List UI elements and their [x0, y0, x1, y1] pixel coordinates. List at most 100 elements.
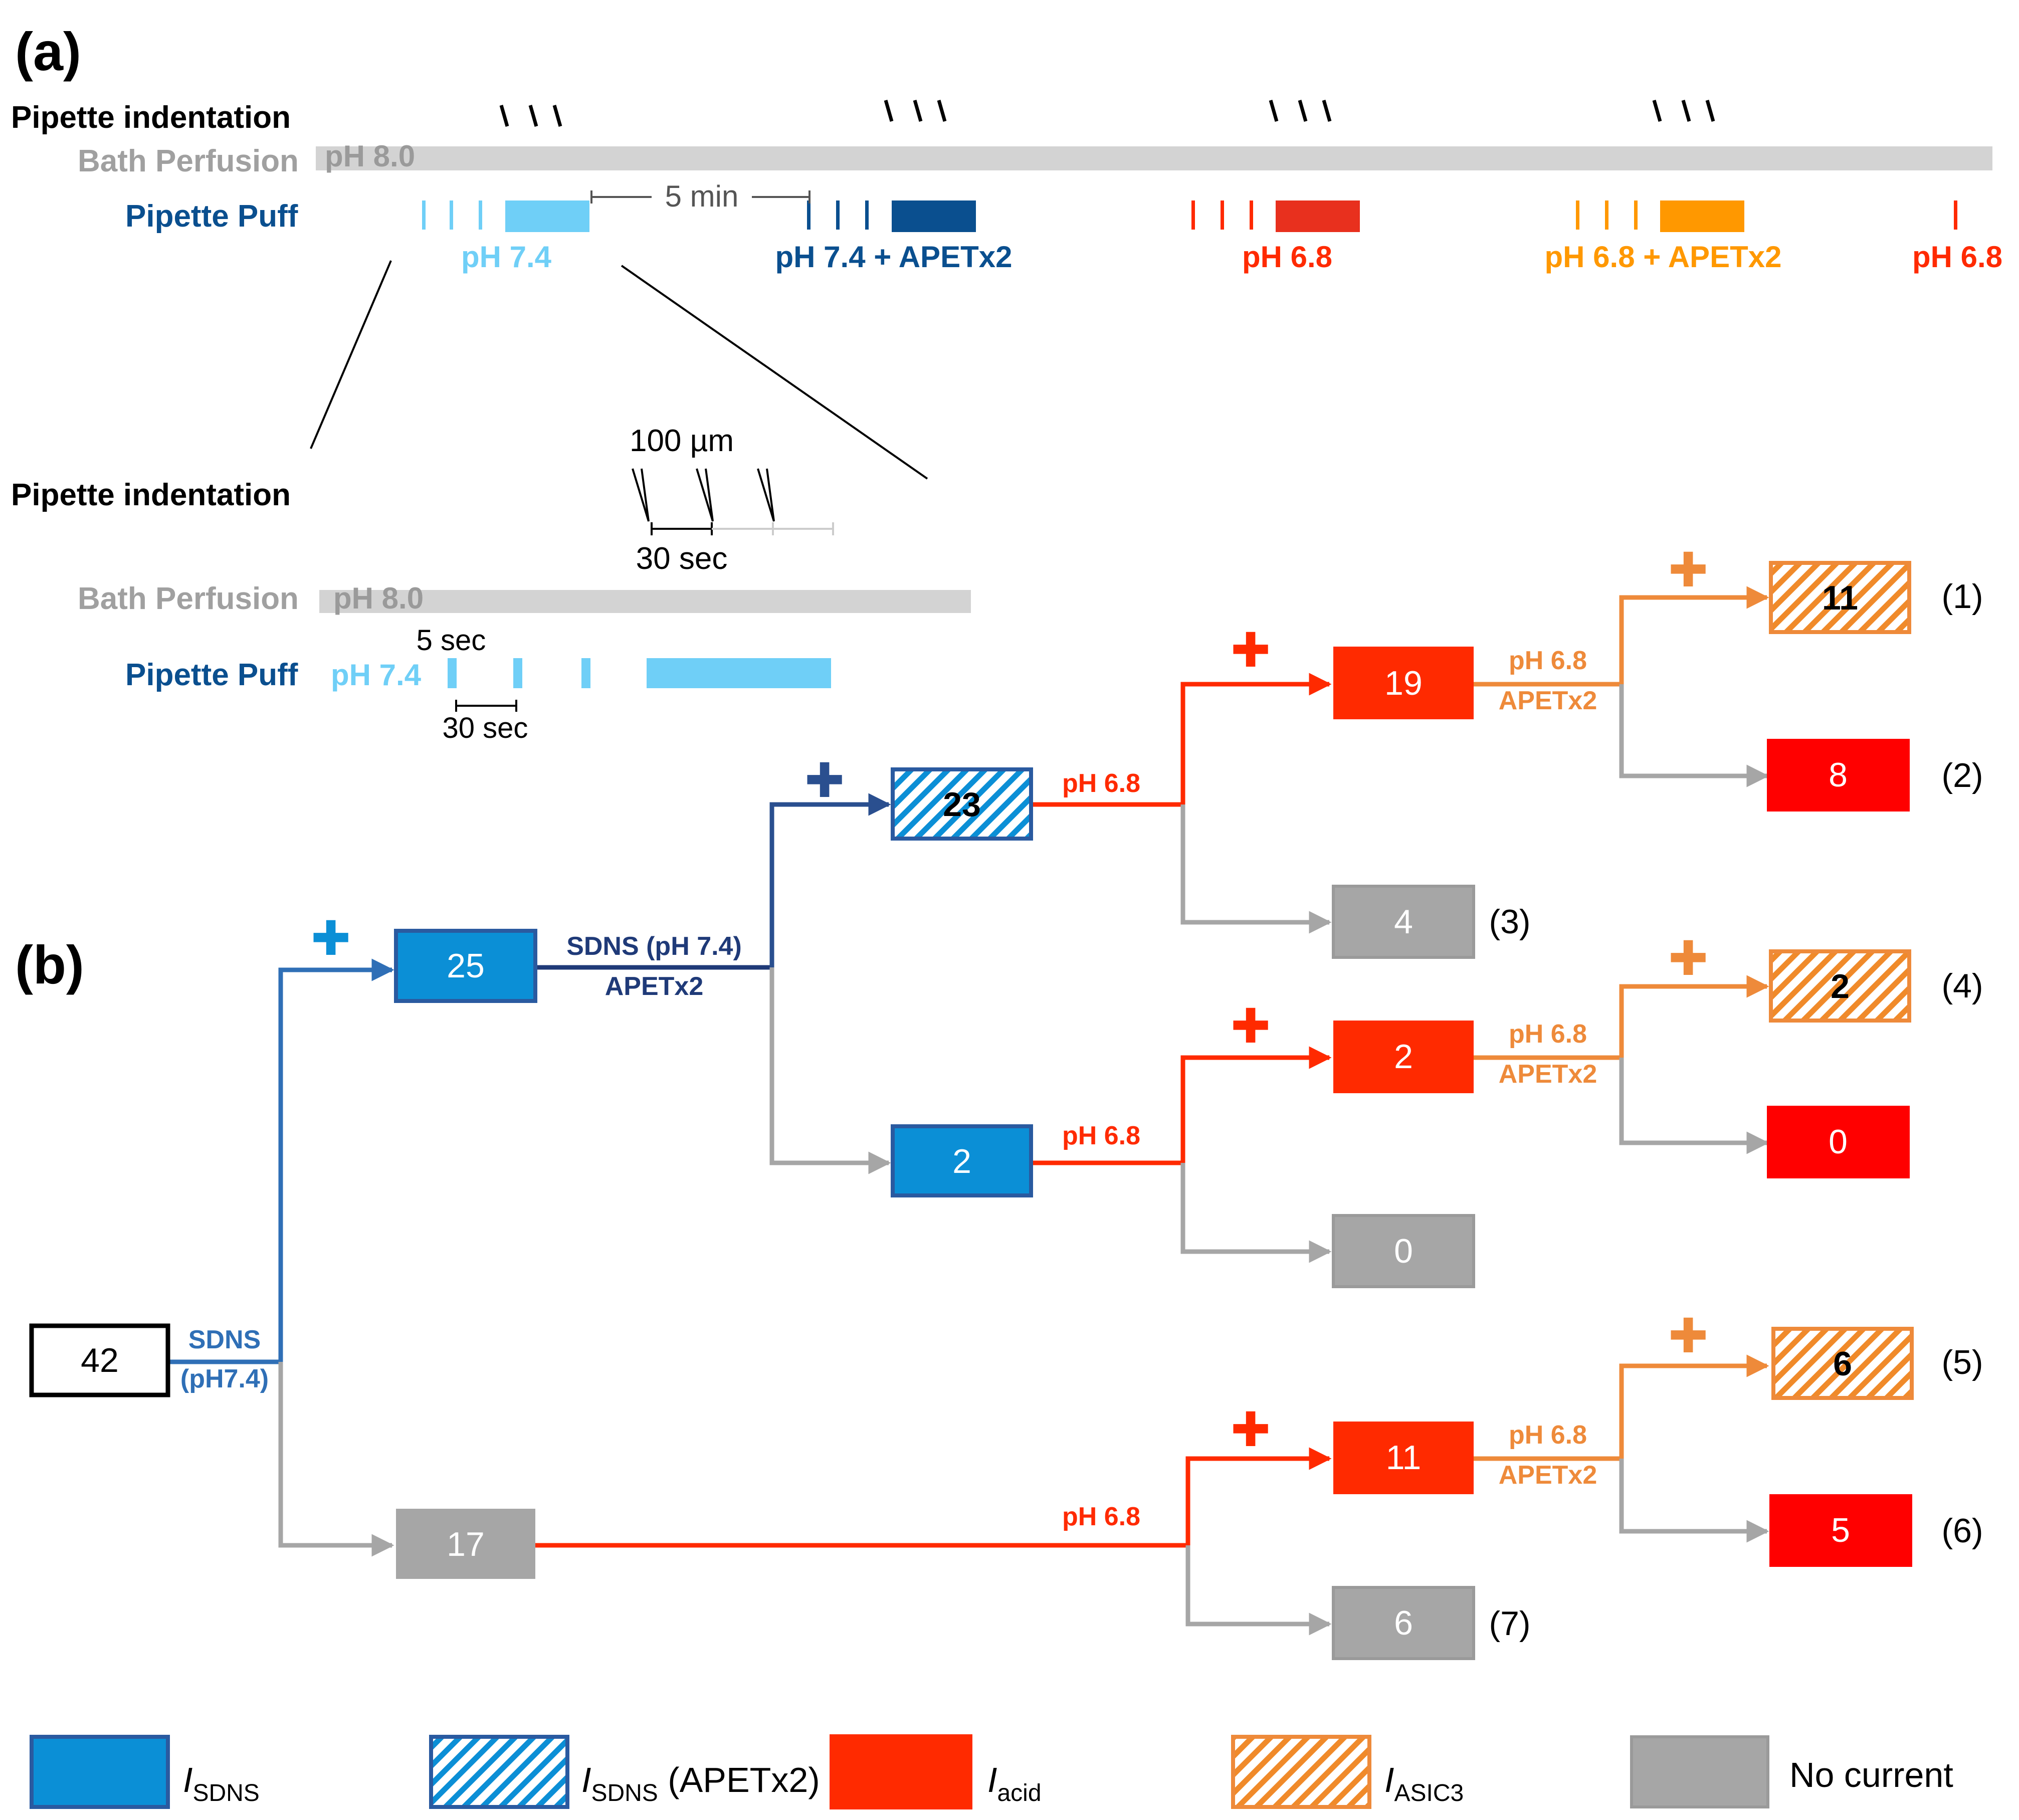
legend-item-sdns-apetx: ISDNS (APETx2): [429, 1735, 820, 1809]
legend-item-acid: Iacid: [830, 1734, 1042, 1809]
condition-1: pH 7.4: [461, 240, 552, 274]
indent-group-2: [884, 100, 947, 122]
edge-label-sdns-ph: (pH7.4): [180, 1364, 269, 1393]
condition-4: pH 6.8 + APETx2: [1545, 240, 1782, 274]
legend-asic3-sub: ASIC3: [1394, 1780, 1464, 1806]
indent-group-1: [499, 105, 562, 127]
puff-group-4: [1576, 200, 1744, 232]
node-acid-positive-a: 19: [1333, 647, 1474, 719]
svg-text:ISDNS (APETx2): ISDNS (APETx2): [581, 1760, 820, 1806]
group-label-5: (5): [1941, 1343, 1983, 1381]
edge-label-asic-apetx: APETx2: [1499, 686, 1597, 715]
tree-connectors: [168, 586, 1769, 1636]
edge-label-asic-apetx: APETx2: [1499, 1461, 1597, 1490]
edge-label-sdns: SDNS: [188, 1325, 261, 1354]
legend-swatch-none: [1630, 1735, 1769, 1808]
plus-icon: ✚: [1231, 624, 1271, 677]
zoom-line-right: [621, 265, 928, 480]
node-asic3-a: 11: [1769, 561, 1911, 634]
zoom-bath-bar: [319, 590, 971, 613]
bath-perfusion-bar: [316, 146, 1992, 170]
edge-label-asic: pH 6.8: [1509, 1421, 1587, 1450]
interval-5min: [590, 190, 811, 204]
zoom-row-bath: Bath Perfusion: [78, 581, 299, 616]
svg-text:0: 0: [1394, 1232, 1413, 1270]
legend-none-label: No current: [1789, 1755, 1953, 1794]
zoom-indentation-marks: [632, 468, 775, 522]
interval-5min-label: 5 min: [665, 179, 739, 213]
svg-text:6: 6: [1833, 1345, 1852, 1383]
panel-a-label: (a): [15, 21, 81, 82]
svg-text:6: 6: [1394, 1604, 1413, 1642]
plus-icon: ✚: [1668, 544, 1708, 597]
edge-label-apetx-2: APETx2: [605, 972, 704, 1001]
svg-text:ISDNS: ISDNS: [183, 1760, 260, 1806]
legend-sdns-apetx-suffix: (APETx2): [658, 1760, 820, 1799]
puff-group-2: [807, 200, 976, 232]
row-label-bath: Bath Perfusion: [78, 144, 299, 178]
node-acid-positive-c: 11: [1333, 1422, 1474, 1494]
legend-swatch-sdns-apetx: [429, 1735, 569, 1809]
svg-text:2: 2: [952, 1142, 971, 1180]
row-label-puff: Pipette Puff: [125, 199, 298, 234]
legend-swatch-asic3: [1231, 1735, 1371, 1809]
svg-text:11: 11: [1822, 579, 1858, 617]
edge-label-acid: pH 6.8: [1062, 1121, 1140, 1150]
svg-text:11: 11: [1386, 1439, 1422, 1477]
puff-group-3: [1191, 200, 1360, 232]
svg-text:5: 5: [1831, 1511, 1850, 1549]
plus-icon: ✚: [311, 912, 351, 965]
zoom-row-indentation: Pipette indentation: [11, 478, 291, 512]
edge-label-apetx-1: SDNS (pH 7.4): [566, 932, 742, 961]
zoom-row-puff: Pipette Puff: [125, 658, 298, 692]
svg-text:Iacid: Iacid: [987, 1760, 1042, 1806]
legend-sdns-main: I: [183, 1760, 192, 1799]
legend-item-none: No current: [1630, 1735, 1953, 1808]
row-label-indentation: Pipette indentation: [11, 100, 291, 135]
group-label-2: (2): [1941, 756, 1983, 794]
svg-text:8: 8: [1829, 756, 1848, 794]
puff-bar-2: [892, 200, 976, 232]
zoom-puffs: [448, 658, 831, 688]
group-label-6: (6): [1941, 1512, 1983, 1550]
zoom-puff-ph: pH 7.4: [331, 658, 422, 692]
legend-acid-sub: acid: [997, 1780, 1041, 1806]
legend-sdns-sub: SDNS: [192, 1780, 259, 1806]
zoom-depth-label: 100 µm: [630, 424, 734, 458]
legend-sdns-apetx-main: I: [581, 1760, 591, 1799]
node-root: 42: [29, 1323, 170, 1397]
node-nonasic3-a: 8: [1767, 739, 1910, 812]
indent-group-3: [1269, 100, 1332, 122]
zoom-indent-scale: [651, 522, 834, 535]
legend-sdns-apetx-sub: SDNS: [591, 1780, 658, 1806]
legend-acid-main: I: [987, 1760, 997, 1799]
svg-text:IASIC3: IASIC3: [1384, 1760, 1464, 1806]
bath-ph-label: pH 8.0: [325, 139, 415, 173]
panel-b-label: (b): [15, 934, 84, 995]
legend-item-sdns: ISDNS: [30, 1735, 260, 1809]
plus-icon: ✚: [1231, 1000, 1271, 1053]
legend-swatch-acid: [830, 1734, 972, 1809]
condition-3: pH 6.8: [1242, 240, 1332, 274]
zoom-puff-interval: 30 sec: [443, 712, 528, 744]
plus-icon: ✚: [1668, 932, 1708, 985]
group-label-1: (1): [1941, 577, 1983, 616]
plus-icon: ✚: [1231, 1403, 1271, 1457]
node-acid-negative-a: 4: [1332, 885, 1475, 959]
node-nonasic3-b: 0: [1767, 1106, 1910, 1178]
node-sdns-negative: 17: [396, 1509, 535, 1579]
svg-text:2: 2: [1831, 967, 1850, 1005]
legend: ISDNS ISDNS (APETx2) Iacid IASIC3 No cur…: [30, 1734, 1953, 1809]
edge-label-acid: pH 6.8: [1062, 1502, 1140, 1531]
indentation-marks: [499, 100, 1715, 127]
group-label-7: (7): [1489, 1604, 1530, 1643]
group-label-3: (3): [1489, 903, 1530, 941]
node-asic3-b: 2: [1769, 949, 1911, 1023]
group-label-4: (4): [1941, 967, 1983, 1005]
condition-5: pH 6.8: [1912, 240, 2002, 274]
plus-icon: ✚: [804, 754, 845, 807]
zoom-puff-duration: 5 sec: [417, 624, 486, 657]
legend-asic3-main: I: [1384, 1760, 1394, 1799]
svg-text:0: 0: [1829, 1123, 1848, 1161]
